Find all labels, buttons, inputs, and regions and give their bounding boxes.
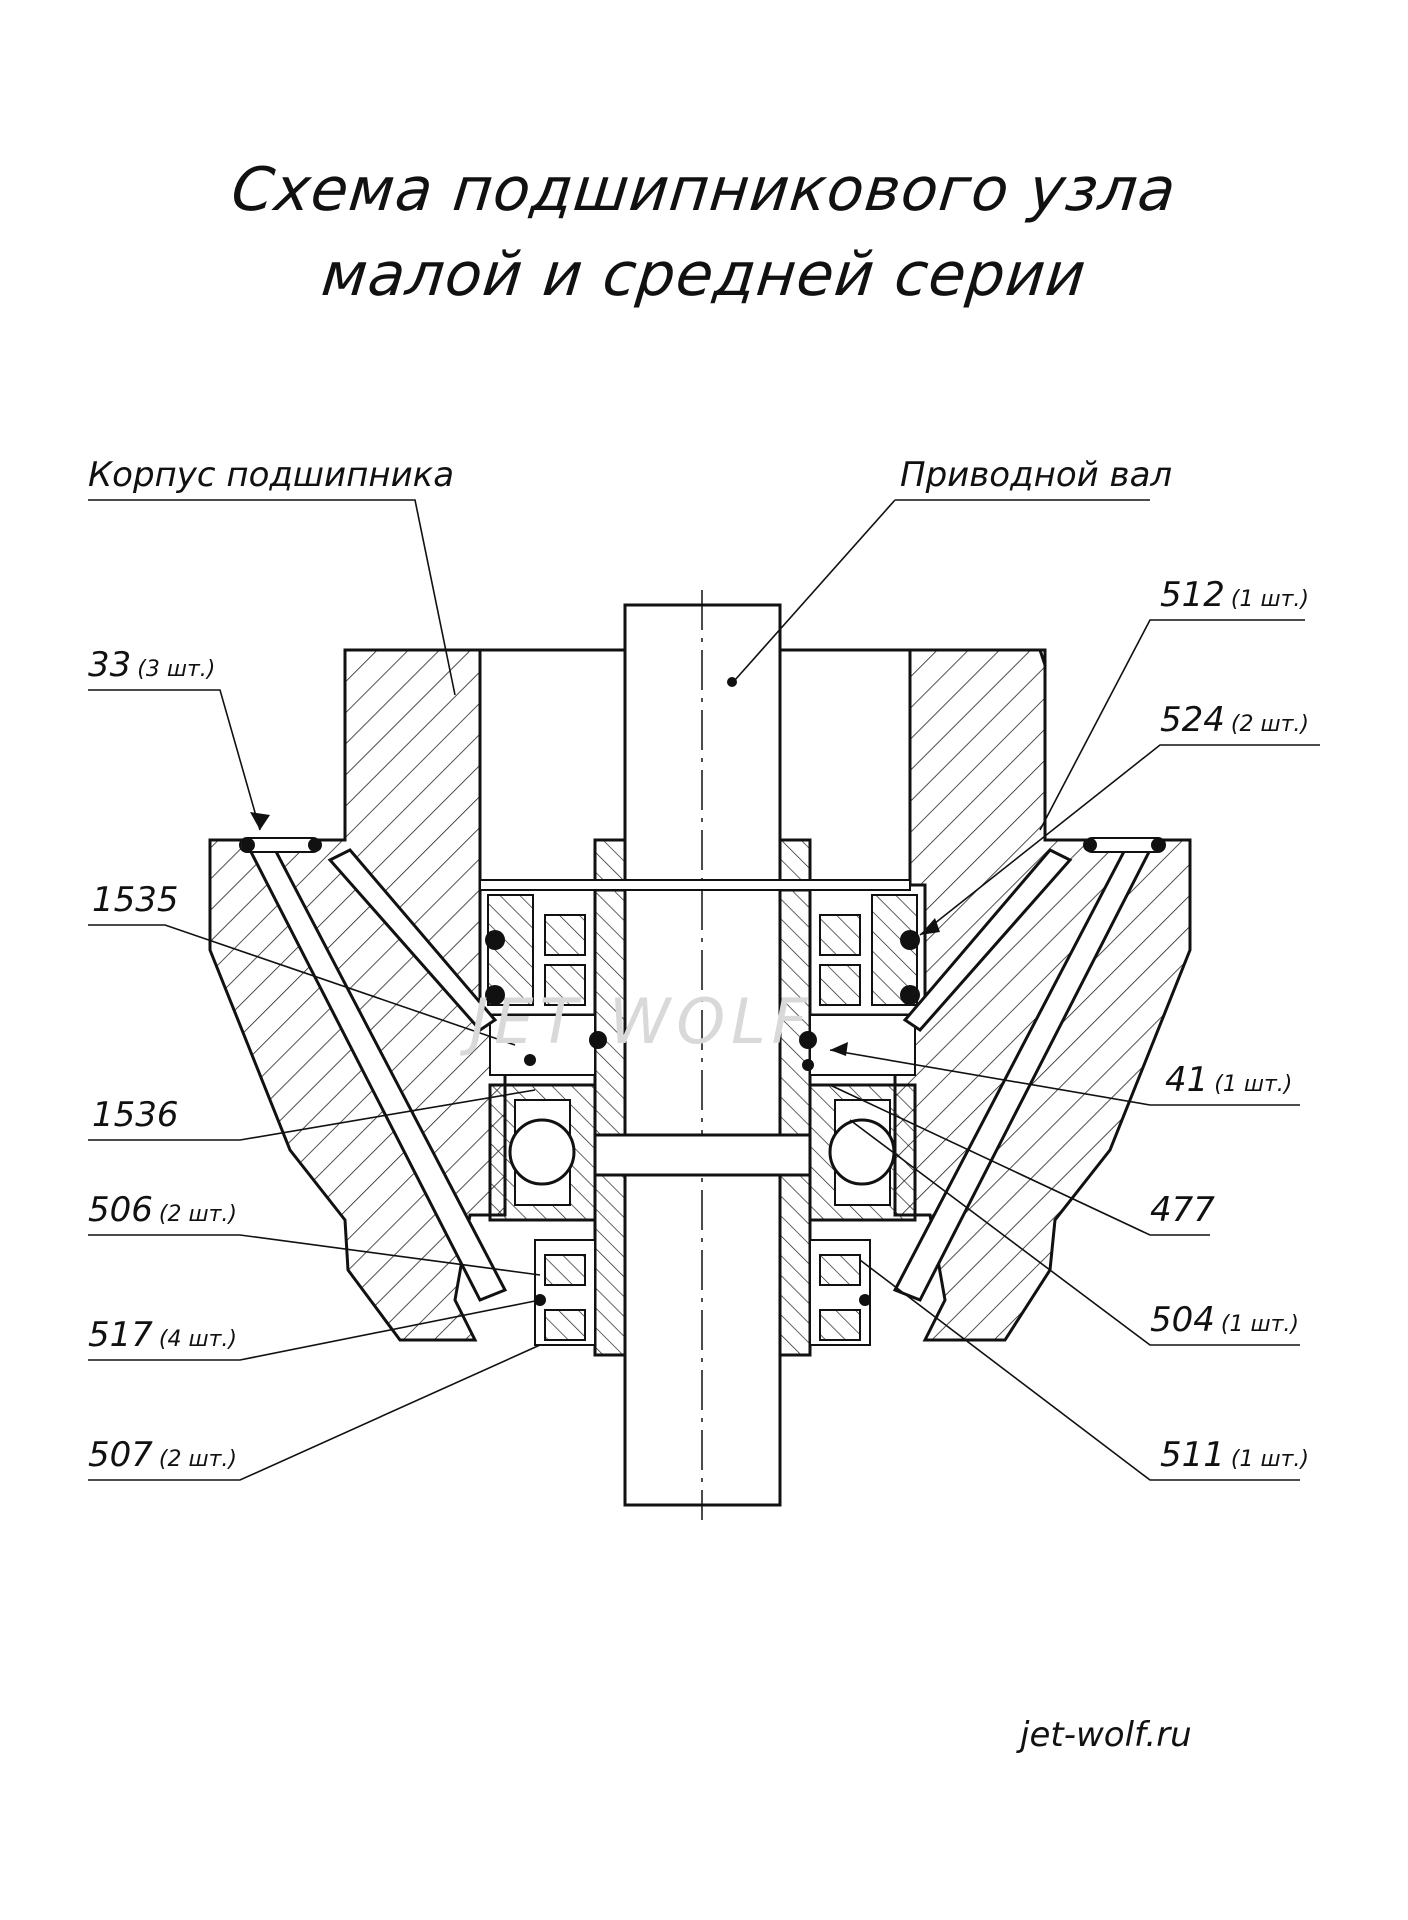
part-label-41: 41(1 шт.) — [1165, 1060, 1293, 1100]
watermark: JET WOLF — [470, 985, 814, 1058]
ball-bearing-left — [488, 1083, 597, 1222]
part-label-506: 506(2 шт.) — [88, 1190, 238, 1230]
seal-block-right — [808, 883, 927, 1017]
part-label-504: 504(1 шт.) — [1150, 1300, 1300, 1340]
lower-seal-right — [809, 1239, 871, 1346]
part-label-1536: 1536 — [92, 1095, 179, 1135]
part-label-477: 477 — [1150, 1190, 1215, 1230]
lower-seal-left — [534, 1239, 596, 1346]
seal-block-left — [478, 883, 597, 1017]
ball-bearing-right — [808, 1083, 917, 1222]
o-ring-33 — [239, 837, 1166, 853]
part-label-511: 511(1 шт.) — [1160, 1435, 1310, 1475]
part-label-524: 524(2 шт.) — [1160, 700, 1310, 740]
retaining-ring-area — [489, 1014, 916, 1076]
part-label-33: 33(3 шт.) — [88, 645, 216, 685]
part-label-507: 507(2 шт.) — [88, 1435, 238, 1475]
website-footer[interactable]: jet-wolf.ru — [1020, 1715, 1192, 1755]
part-label-1535: 1535 — [92, 880, 179, 920]
shaft-label: Приводной вал — [900, 455, 1173, 495]
leader-arrows — [250, 812, 940, 1056]
housing-label: Корпус подшипника — [88, 455, 455, 495]
grease-channels — [247, 837, 1153, 1302]
leader-lines — [88, 499, 1320, 1481]
part-label-517: 517(4 шт.) — [88, 1315, 238, 1355]
part-label-512: 512(1 шт.) — [1160, 575, 1310, 615]
top-washer — [479, 879, 911, 891]
